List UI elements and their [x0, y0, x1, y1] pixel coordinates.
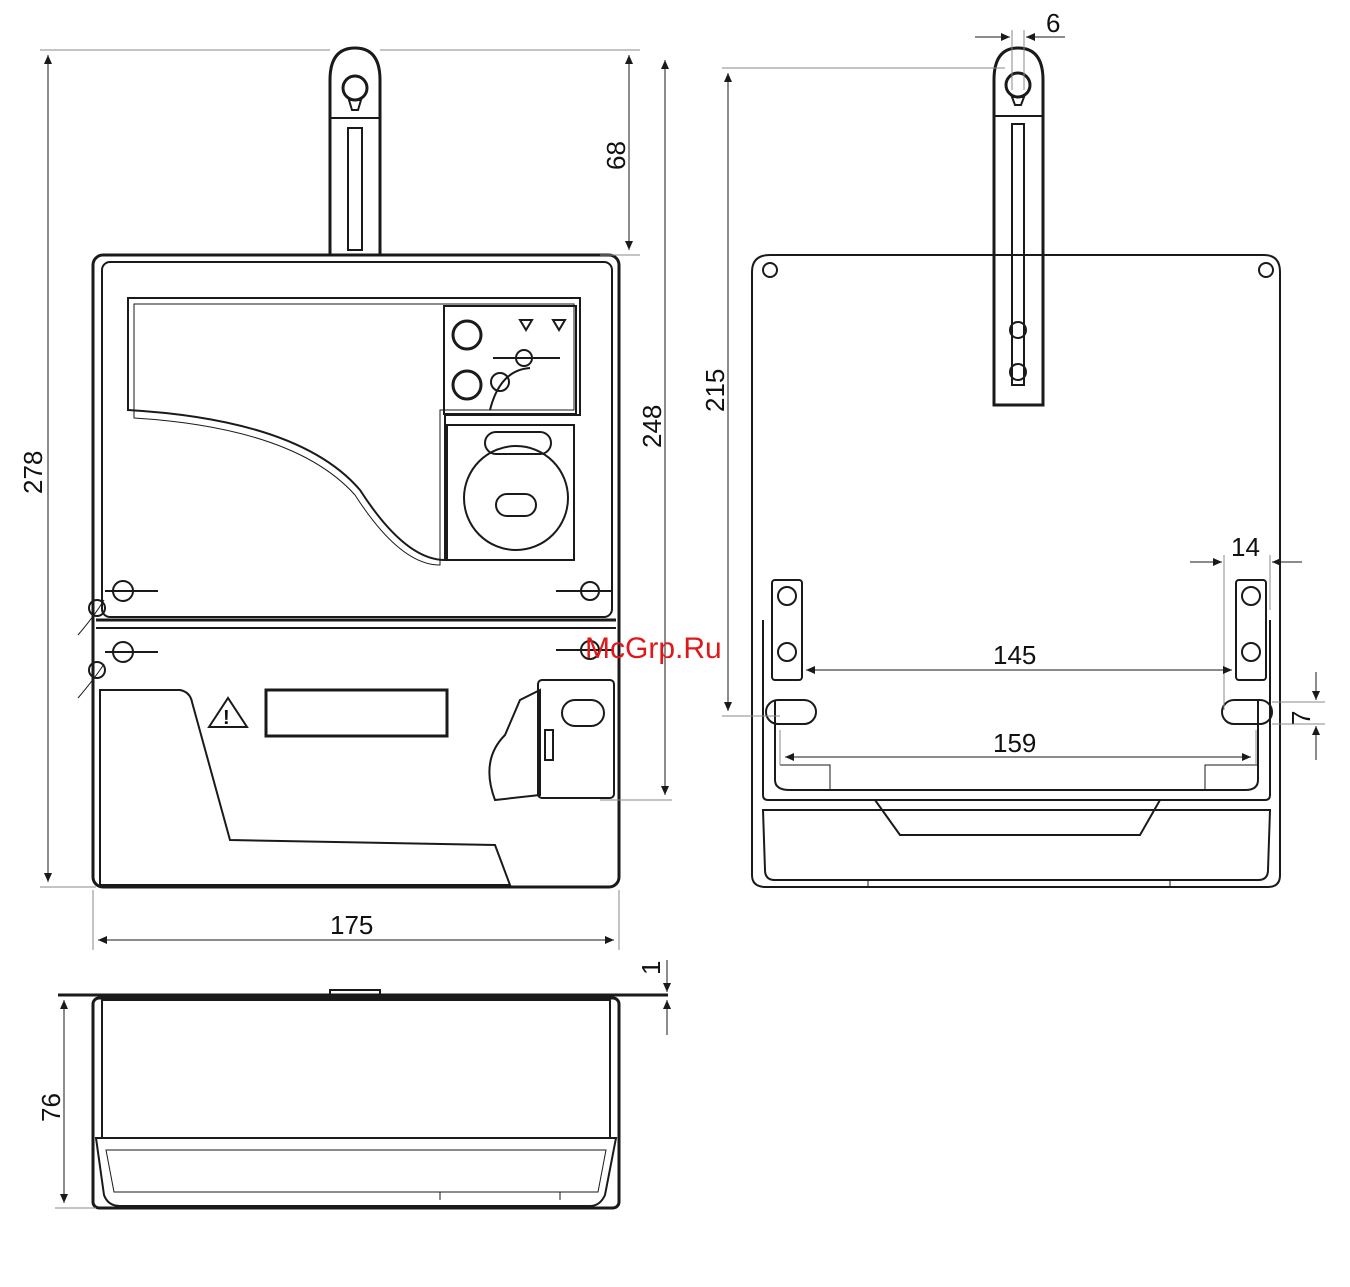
dim-hanger-height: 68 — [601, 141, 631, 170]
dim-rear-spacing-inner: 145 — [993, 640, 1036, 670]
dim-side-offset: 1 — [636, 961, 666, 975]
front-body: ! — [78, 255, 619, 887]
dim-rear-slot-width: 6 — [1046, 8, 1060, 38]
watermark-text: McGrp.Ru — [585, 632, 722, 665]
dim-rear-slot-height: 7 — [1286, 711, 1316, 725]
dim-side-depth: 76 — [36, 1093, 66, 1122]
front-hanger — [330, 48, 380, 255]
warning-symbol: ! — [223, 707, 230, 729]
dim-front-width: 175 — [330, 910, 373, 940]
dim-rear-spacing-outer: 159 — [993, 728, 1036, 758]
dim-front-body-height: 248 — [637, 405, 667, 448]
dim-front-total-height: 278 — [18, 451, 48, 494]
dim-rear-terminal-width: 14 — [1231, 532, 1260, 562]
rear-hanger — [994, 48, 1043, 405]
rear-dimensions: 6 215 14 145 159 7 — [700, 8, 1325, 765]
side-view: 76 1 — [36, 960, 668, 1208]
front-view: ! 278 68 248 175 — [18, 48, 672, 950]
rear-view: 6 215 14 145 159 7 — [700, 8, 1325, 887]
dim-rear-height: 215 — [700, 369, 730, 412]
